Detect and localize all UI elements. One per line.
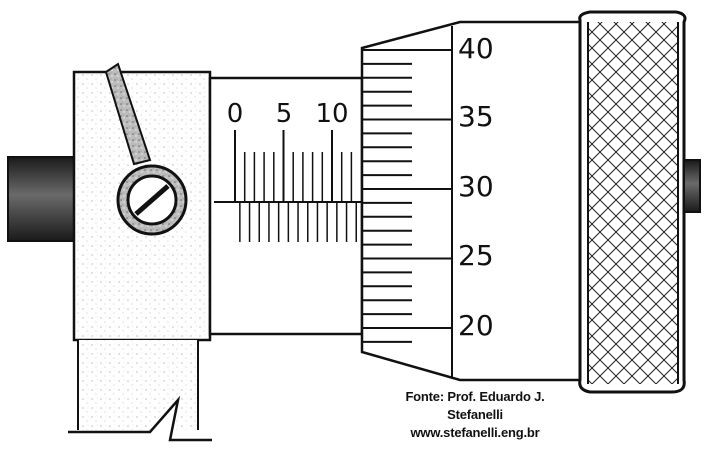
credit-line-1: Fonte: Prof. Eduardo J. Stefanelli [405,389,545,422]
thimble-label: 30 [458,170,494,203]
thimble-label: 40 [458,32,494,65]
sleeve-label: 5 [276,99,293,129]
thimble-label: 35 [458,100,494,133]
thimble-label: 25 [458,239,494,272]
sleeve-label: 0 [227,99,244,129]
sleeve-label: 10 [315,99,348,129]
thimble-scale [362,49,452,343]
frame-lower-section [68,340,212,442]
credit-line-2: www.stefanelli.eng.br [410,425,540,440]
knurl-pattern [588,22,678,384]
thimble-label: 20 [458,309,494,342]
source-credit: Fonte: Prof. Eduardo J. Stefanelli www.s… [380,388,570,442]
sleeve-scale [234,130,357,242]
spindle-left [7,156,75,242]
screw-icon [116,164,188,236]
ratchet-icon [683,159,701,213]
lock-lever [104,62,152,166]
